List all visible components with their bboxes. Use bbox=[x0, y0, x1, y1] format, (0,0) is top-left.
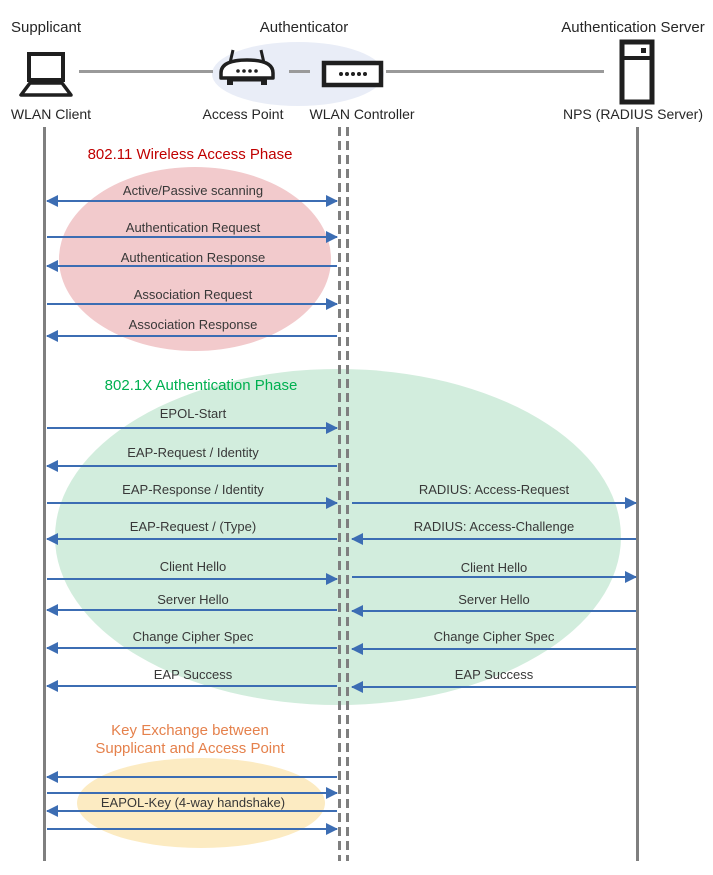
message-arrow bbox=[351, 681, 637, 693]
access-point-icon bbox=[219, 49, 275, 85]
phase-title-80211: 802.11 Wireless Access Phase bbox=[87, 146, 293, 163]
lifeline-authentication-server bbox=[636, 127, 639, 861]
message-label: Change Cipher Spec bbox=[132, 629, 254, 644]
message-label: Server Hello bbox=[157, 592, 229, 607]
message-arrow bbox=[351, 571, 637, 583]
connector-dash-ap-controller bbox=[289, 70, 310, 73]
connector-line-client-ap bbox=[79, 70, 213, 73]
message-arrow bbox=[46, 533, 338, 545]
message-label: Authentication Response bbox=[120, 250, 266, 265]
message-arrow bbox=[46, 805, 338, 817]
message-arrow bbox=[46, 231, 338, 243]
message-arrow bbox=[351, 497, 637, 509]
message-label: RADIUS: Access-Request bbox=[418, 482, 570, 497]
message-label: Server Hello bbox=[458, 592, 530, 607]
message-arrow bbox=[46, 260, 338, 272]
message-label: RADIUS: Access-Challenge bbox=[413, 519, 575, 534]
message-label: EAP-Request / Identity bbox=[127, 445, 259, 460]
key-exchange-ellipse bbox=[77, 758, 325, 848]
message-arrow bbox=[351, 533, 637, 545]
message-label: EAP Success bbox=[153, 667, 233, 682]
role-label-authentication-server: Authentication Server bbox=[561, 19, 705, 36]
message-label: EPOL-Start bbox=[159, 406, 227, 421]
wlan-controller-icon bbox=[321, 60, 384, 88]
message-arrow bbox=[46, 823, 338, 835]
device-label-wlan-client: WLAN Client bbox=[10, 106, 92, 122]
message-arrow bbox=[351, 643, 637, 655]
lifeline-authenticator-right bbox=[346, 127, 349, 861]
message-label: Authentication Request bbox=[125, 220, 261, 235]
message-label: Client Hello bbox=[460, 560, 528, 575]
message-label: Client Hello bbox=[159, 559, 227, 574]
message-arrow bbox=[46, 771, 338, 783]
connector-line-controller-server bbox=[386, 70, 604, 73]
message-arrow bbox=[46, 330, 338, 342]
lifeline-supplicant bbox=[43, 127, 46, 861]
device-label-wlan-controller: WLAN Controller bbox=[309, 106, 415, 122]
message-label: EAP-Response / Identity bbox=[122, 482, 264, 497]
message-arrow bbox=[46, 298, 338, 310]
laptop-icon bbox=[19, 52, 73, 97]
phase-80211-ellipse bbox=[59, 167, 331, 351]
role-label-authenticator: Authenticator bbox=[259, 19, 349, 36]
message-label: Association Response bbox=[128, 317, 258, 332]
message-label: Active/Passive scanning bbox=[122, 183, 264, 198]
phase-title-8021x: 802.1X Authentication Phase bbox=[104, 377, 298, 394]
message-arrow bbox=[46, 787, 338, 799]
message-label: EAPOL-Key (4-way handshake) bbox=[100, 795, 286, 810]
phase-title-key-exchange: Key Exchange between Supplicant and Acce… bbox=[95, 722, 285, 757]
lifeline-authenticator-left bbox=[338, 127, 341, 861]
message-arrow bbox=[46, 195, 338, 207]
server-icon bbox=[619, 39, 655, 105]
device-label-access-point: Access Point bbox=[202, 106, 284, 122]
message-arrow bbox=[46, 422, 338, 434]
message-arrow bbox=[46, 604, 338, 616]
message-arrow bbox=[46, 460, 338, 472]
message-arrow bbox=[46, 642, 338, 654]
message-arrow bbox=[46, 497, 338, 509]
device-label-nps-radius-server: NPS (RADIUS Server) bbox=[562, 106, 704, 122]
message-label: Change Cipher Spec bbox=[433, 629, 555, 644]
message-arrow bbox=[351, 605, 637, 617]
message-arrow bbox=[46, 573, 338, 585]
role-label-supplicant: Supplicant bbox=[10, 19, 82, 36]
message-label: EAP-Request / (Type) bbox=[129, 519, 257, 534]
message-label: Association Request bbox=[133, 287, 253, 302]
message-arrow bbox=[46, 680, 338, 692]
message-label: EAP Success bbox=[454, 667, 534, 682]
